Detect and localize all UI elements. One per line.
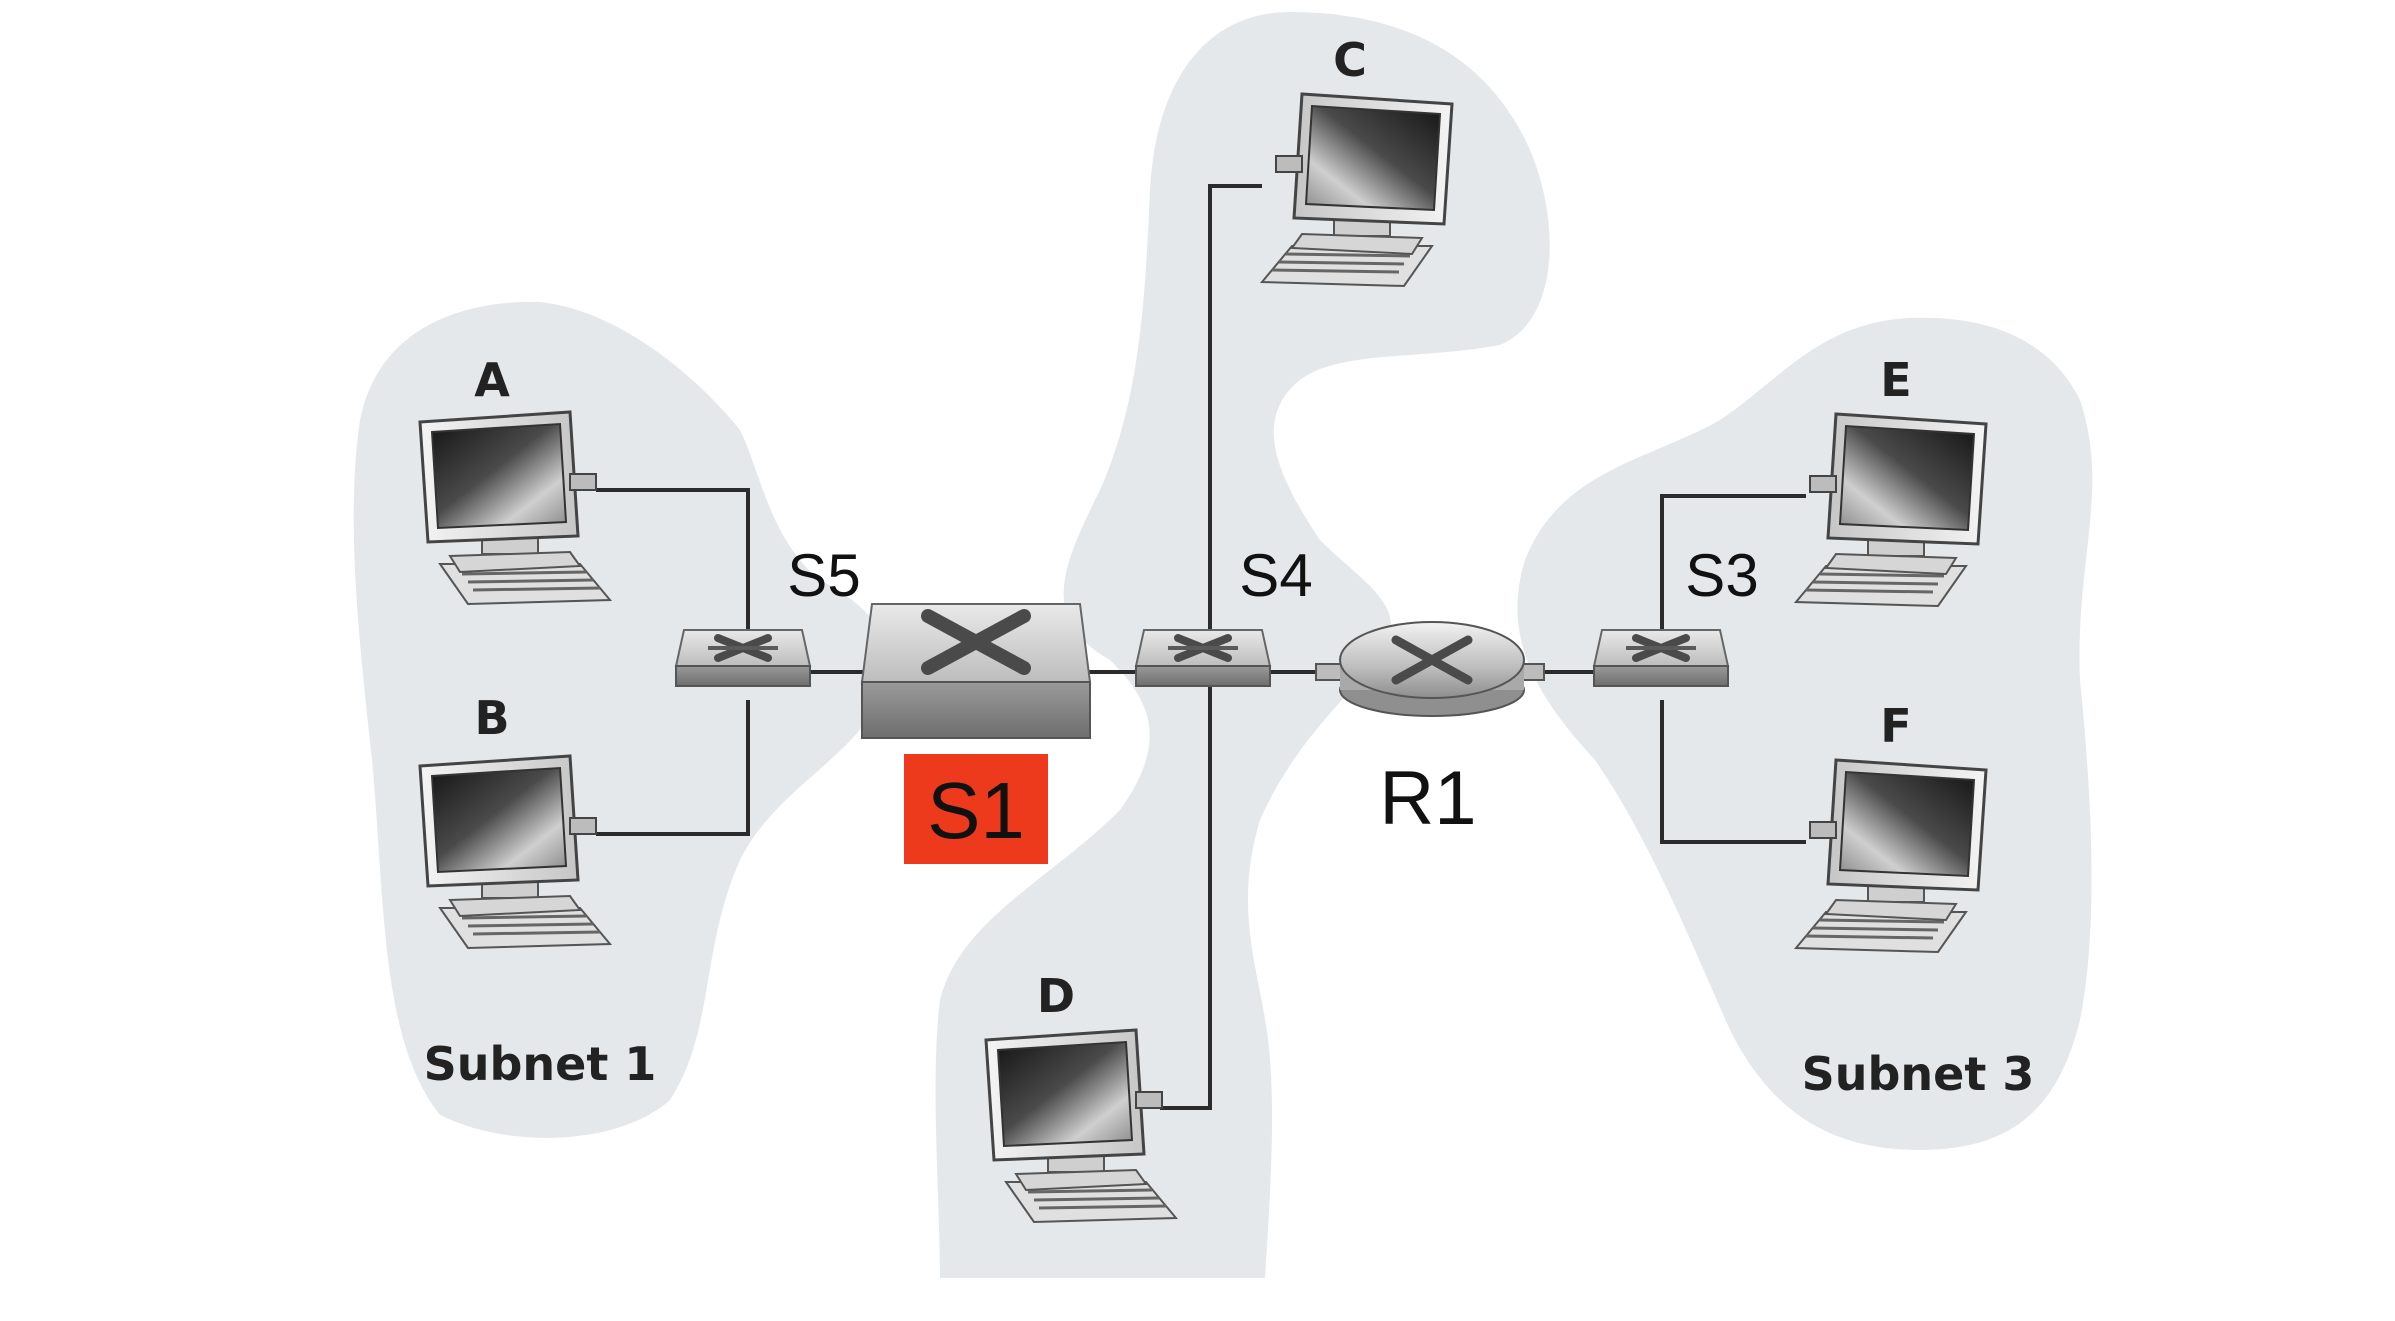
s1-highlight-box xyxy=(904,754,1048,864)
subnet-3-region xyxy=(1517,317,2093,1150)
host-b-label: B xyxy=(474,691,509,745)
host-f-label: F xyxy=(1880,699,1911,753)
subnet-1-label: Subnet 1 xyxy=(424,1037,657,1091)
switch-s1-label: S1 xyxy=(927,766,1025,855)
switch-s5[interactable] xyxy=(676,630,810,686)
host-d-label: D xyxy=(1037,969,1075,1023)
switch-s3-label: S3 xyxy=(1685,542,1758,609)
switch-s3[interactable] xyxy=(1594,630,1728,686)
host-c-label: C xyxy=(1333,33,1367,87)
router-r1[interactable] xyxy=(1315,621,1545,717)
switch-s4-label: S4 xyxy=(1239,542,1312,609)
switch-s1[interactable] xyxy=(860,603,1092,739)
host-e-label: E xyxy=(1880,353,1911,407)
router-r1-label: R1 xyxy=(1379,756,1476,841)
switch-s5-label: S5 xyxy=(787,542,860,609)
subnet-3-label: Subnet 3 xyxy=(1802,1047,2035,1101)
switch-s4[interactable] xyxy=(1136,630,1270,686)
host-a-label: A xyxy=(474,353,510,407)
